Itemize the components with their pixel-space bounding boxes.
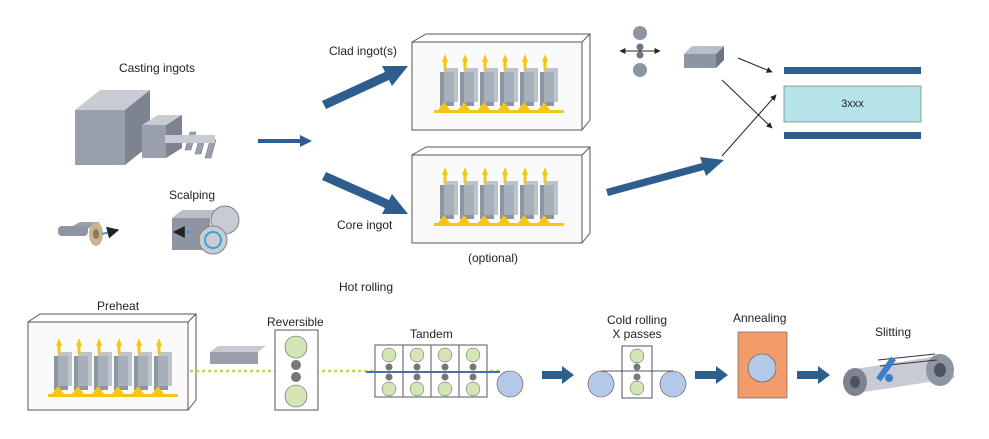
clad-slab [684, 46, 724, 68]
optional-label: (optional) [468, 251, 519, 265]
scalping-illustration [58, 205, 240, 255]
arrow-to-product [606, 157, 724, 196]
hot-rolling-slab [210, 346, 266, 364]
arrow-to-clad-furnace [322, 66, 408, 109]
cold-rolling-passes-label: X passes [612, 327, 662, 341]
arrow-to-annealing [695, 366, 728, 384]
clad-layer-bottom [784, 132, 921, 139]
slitting-label: Slitting [875, 325, 912, 339]
tandem-mill-stands [366, 344, 500, 398]
reversible-mill-stand [274, 329, 319, 411]
cold-rolling-mill [587, 345, 687, 399]
hot-rolling-label: Hot rolling [339, 280, 394, 294]
arrow-core-to-middle [721, 94, 777, 157]
arrow-clad-to-top [737, 57, 773, 73]
arrow-to-core-furnace [322, 172, 408, 214]
casting-ingots-illustration [75, 90, 217, 165]
arrow-to-ingots [258, 135, 312, 147]
arrow-clad-to-bottom [721, 79, 773, 129]
clad-layer-top [784, 67, 921, 74]
tandem-label: Tandem [410, 327, 453, 341]
core-layer-label: 3xxx [841, 98, 864, 110]
annealing-furnace [737, 331, 788, 399]
core-layer [783, 85, 922, 123]
core-ingot-furnace [411, 146, 591, 244]
clad-rolling-stand [619, 26, 661, 77]
hot-rolled-coil [496, 370, 524, 398]
annealing-label: Annealing [733, 311, 787, 325]
preheat-label: Preheat [97, 299, 140, 313]
arrow-to-cold-rolling [542, 366, 574, 384]
slitting-line [843, 353, 955, 396]
scalping-label: Scalping [169, 188, 216, 202]
casting-ingots-label: Casting ingots [118, 61, 196, 75]
arrow-to-slitting [797, 366, 830, 384]
core-ingot-label: Core ingot [337, 218, 393, 232]
reversible-label: Reversible [267, 315, 324, 329]
preheat-furnace [27, 313, 197, 411]
clad-ingot-furnace [411, 33, 591, 131]
cold-rolling-label: Cold rolling [606, 313, 668, 327]
clad-ingots-label: Clad ingot(s) [329, 44, 398, 58]
